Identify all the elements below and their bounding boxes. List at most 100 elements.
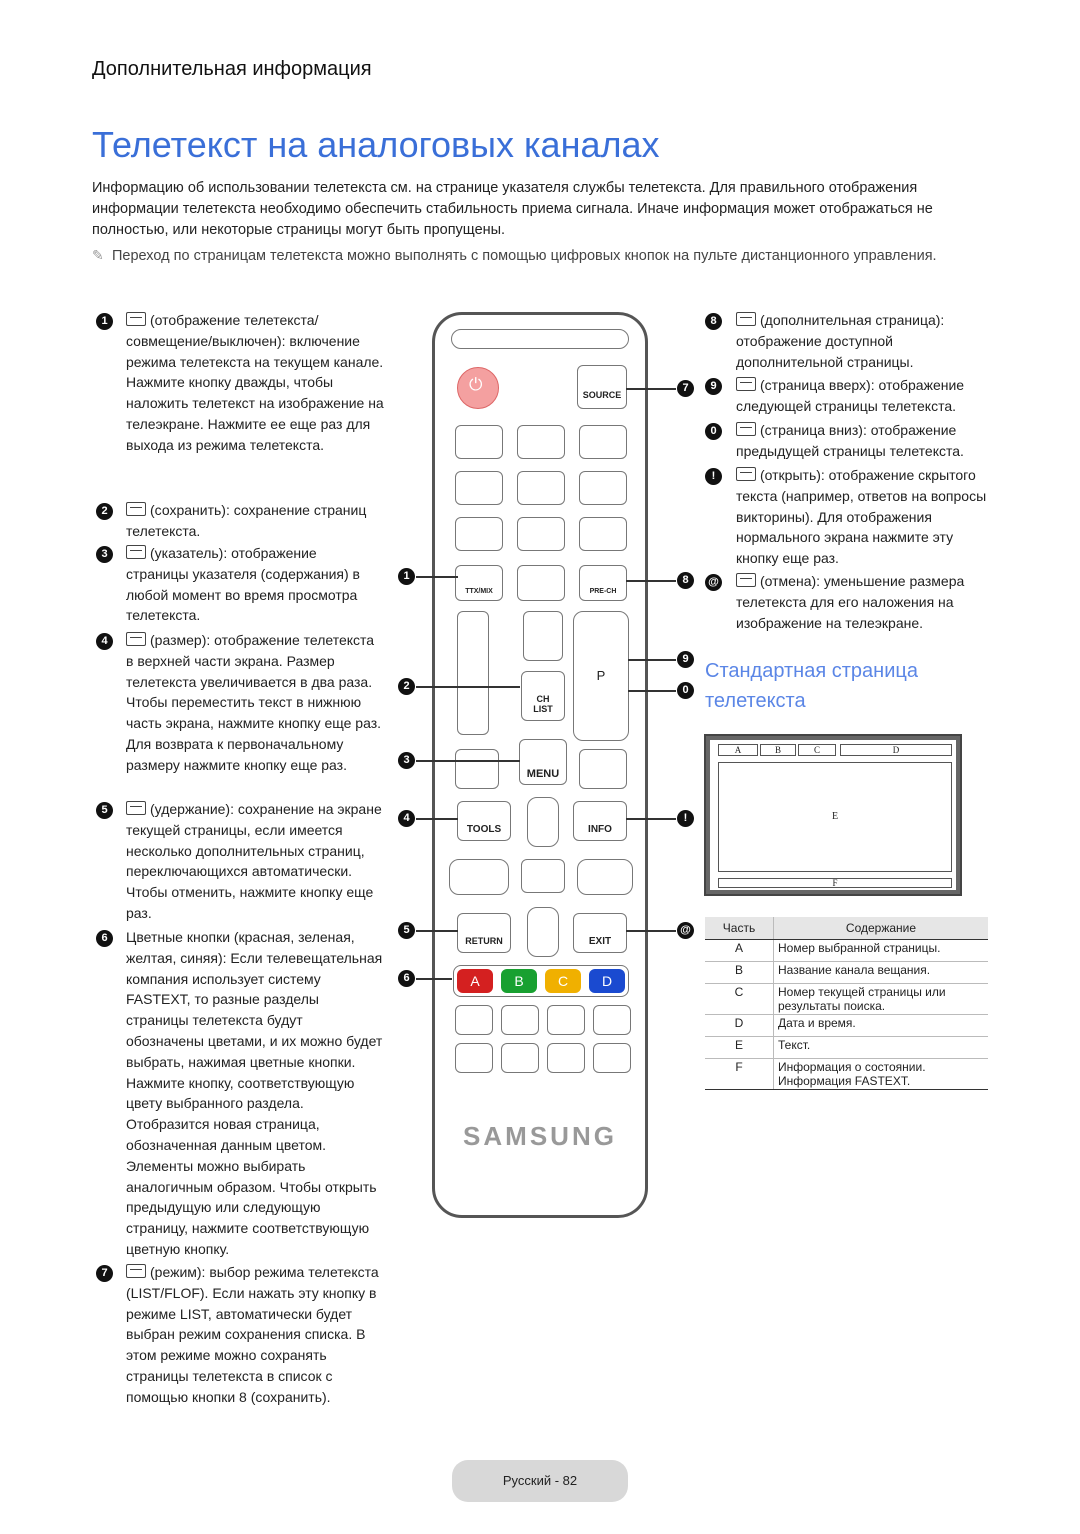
nav-down: [527, 907, 559, 957]
lower-key: [455, 1043, 493, 1073]
callout-line: [416, 978, 452, 980]
callout-number: @: [677, 922, 694, 939]
cell-part: A: [705, 939, 774, 962]
item-1: (отображение телетекста/ совмещение/выкл…: [126, 312, 384, 453]
nav-left: [449, 859, 509, 895]
item-10: (страница вниз): отображение предыдущей …: [736, 422, 964, 459]
table-header-row: Часть Содержание: [705, 917, 988, 940]
nav-up: [527, 797, 559, 847]
cell-content: Текст.: [773, 1036, 988, 1059]
callout-line: [416, 818, 458, 820]
reveal-icon: [736, 467, 756, 481]
pre-ch-button: PRE-CH: [579, 565, 627, 601]
item-number: 4: [96, 633, 113, 650]
list-label: LIST: [533, 704, 553, 714]
header-content: Содержание: [773, 917, 988, 940]
diagram-inner: [710, 740, 956, 890]
key-4: [455, 471, 503, 505]
item-number: 9: [705, 378, 722, 395]
lower-key: [547, 1005, 585, 1035]
callout-line: [626, 580, 676, 582]
p-label: P: [596, 668, 606, 683]
parts-table: Часть Содержание A Номер выбранной стран…: [705, 917, 988, 1090]
power-icon: ⏻: [469, 375, 483, 394]
cell-content: Название канала вещания.: [773, 961, 988, 984]
table-row: B Название канала вещания.: [705, 961, 988, 984]
callout-line: [416, 686, 520, 688]
callout-number: !: [677, 810, 694, 827]
callout-number: 2: [398, 678, 415, 695]
item-number: 3: [96, 546, 113, 563]
menu-button: MENU: [519, 739, 567, 785]
item-11: (открыть): отображение скрытого текста (…: [736, 467, 987, 567]
prech-label: PRE-CH: [589, 588, 617, 595]
ttx-label: TTX/MIX: [465, 588, 493, 595]
callout-number: 6: [398, 970, 415, 987]
callout-line: [628, 690, 676, 692]
page-footer: Русский - 82: [452, 1460, 628, 1502]
callout-line: [626, 388, 676, 390]
table-row: E Текст.: [705, 1036, 988, 1059]
cell-content: Номер текущей страницы или результаты по…: [773, 983, 988, 1015]
callout-line: [628, 659, 676, 661]
table-row: D Дата и время.: [705, 1014, 988, 1037]
callout-line: [626, 818, 676, 820]
note: ✎Переход по страницам телетекста можно в…: [92, 245, 952, 267]
item-number: 5: [96, 802, 113, 819]
cell-part: D: [705, 1014, 774, 1037]
lower-key: [593, 1005, 631, 1035]
callout-number: 1: [398, 568, 415, 585]
tools-button: TOOLS: [457, 801, 511, 841]
info-label: INFO: [588, 824, 612, 835]
cancel-icon: [736, 573, 756, 587]
callout-number: 8: [677, 572, 694, 589]
volume-rocker: [457, 611, 489, 735]
table-row: C Номер текущей страницы или результаты …: [705, 983, 988, 1015]
key-2: [517, 425, 565, 459]
part-a: A: [718, 744, 758, 756]
callout-number: 0: [677, 682, 694, 699]
key-6: [579, 471, 627, 505]
item-number: 1: [96, 313, 113, 330]
samsung-logo: SAMSUNG: [463, 1121, 617, 1151]
item-2: (сохранить): сохранение страниц телетекс…: [126, 502, 367, 539]
part-e: E: [718, 762, 952, 872]
part-c: C: [798, 744, 836, 756]
blue-key: D: [589, 969, 625, 993]
green-key-label: B: [514, 973, 524, 989]
green-key: B: [501, 969, 537, 993]
callout-number: 5: [398, 922, 415, 939]
item-number: !: [705, 468, 722, 485]
lower-key: [455, 1005, 493, 1035]
store-icon: [126, 502, 146, 516]
item-4: (размер): отображение телетекста в верхн…: [126, 632, 382, 773]
return-label: RETURN: [465, 936, 503, 946]
ch-label: CH: [536, 694, 550, 704]
yellow-key-label: C: [557, 973, 569, 989]
intro-paragraph: Информацию об использовании телетекста с…: [92, 180, 933, 238]
cell-part: E: [705, 1036, 774, 1059]
hold-icon: [126, 801, 146, 815]
ttx-icon: [126, 312, 146, 326]
item-8: (дополнительная страница): отображение д…: [736, 312, 945, 370]
red-key-label: A: [470, 973, 480, 989]
callout-line: [416, 576, 458, 578]
key-7: [455, 517, 503, 551]
key-8: [517, 517, 565, 551]
page-down-icon: [736, 422, 756, 436]
mode-icon: [126, 1264, 146, 1278]
table-row: F Информация о состоянии. Информация FAS…: [705, 1058, 988, 1090]
key-right-top: [579, 749, 627, 789]
item-3: (указатель): отображение страницы указат…: [126, 545, 360, 624]
page-title: Телетекст на аналоговых каналах: [92, 124, 660, 165]
part-b: B: [760, 744, 796, 756]
remote-top-edge: [451, 329, 629, 349]
section-title: Дополнительная информация: [92, 58, 372, 80]
return-button: RETURN: [457, 913, 511, 953]
exit-button: EXIT: [573, 913, 627, 953]
lower-key: [547, 1043, 585, 1073]
cell-part: C: [705, 983, 774, 1015]
item-6: Цветные кнопки (красная, зеленая, желтая…: [126, 929, 383, 1257]
table-row: A Номер выбранной страницы.: [705, 939, 988, 962]
cell-part: B: [705, 961, 774, 984]
